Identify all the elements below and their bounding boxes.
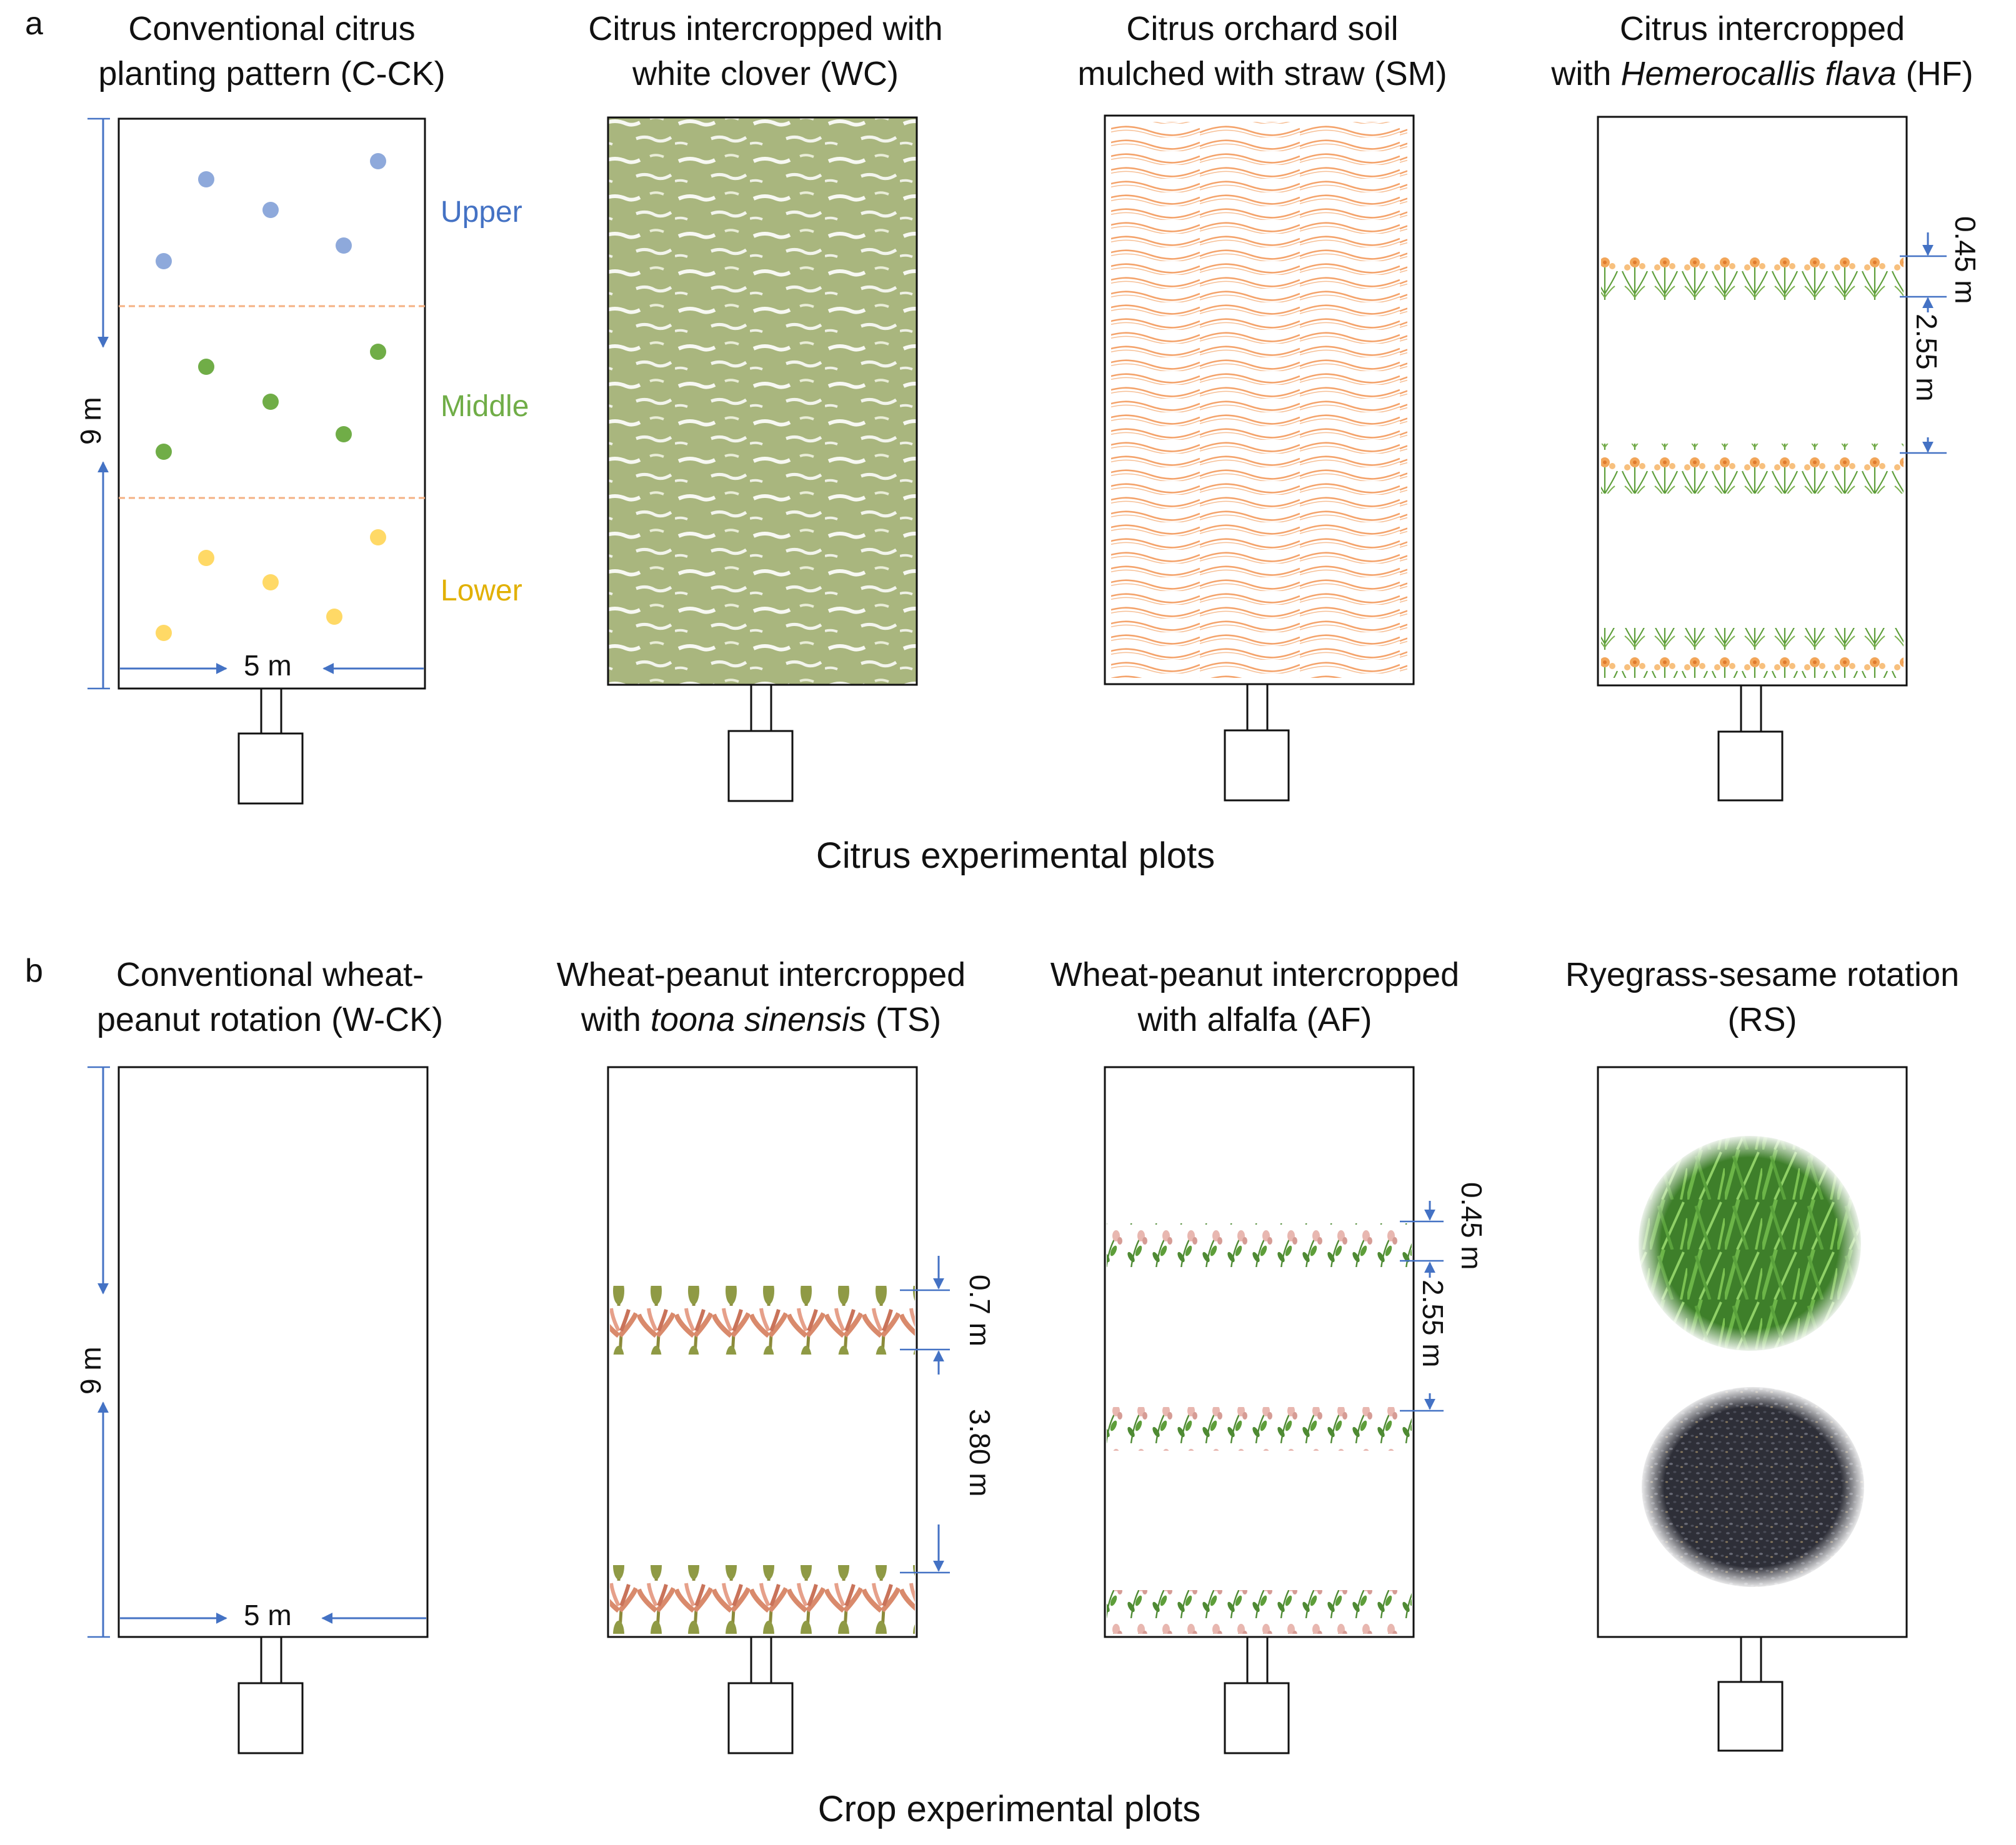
straw-mulch-pattern — [1111, 122, 1407, 678]
ryegrass-circle — [1636, 1133, 1864, 1353]
toona-row — [610, 1286, 915, 1355]
white-clover-pattern — [607, 116, 918, 686]
plot-ts — [607, 1066, 950, 1754]
sampling-point-dot — [326, 609, 342, 625]
sampling-point-dot — [370, 153, 386, 169]
catchment-tank — [727, 684, 794, 802]
plot-af — [1104, 1066, 1444, 1754]
plot-w-ck — [87, 1066, 429, 1754]
toona-row — [610, 1565, 915, 1634]
sampling-point-dot — [262, 394, 279, 410]
sampling-point-dot — [156, 625, 172, 641]
daylily-row — [1601, 628, 1904, 678]
sampling-point-dot — [370, 344, 386, 360]
daylily-row — [1601, 253, 1904, 303]
plot-frame — [1104, 1066, 1415, 1638]
catchment-tank — [237, 1636, 304, 1754]
plot-hf — [1597, 116, 1947, 802]
plot-sm — [1104, 114, 1415, 802]
sampling-point-dot — [156, 444, 172, 460]
catchment-tank — [1224, 683, 1290, 802]
daylily-row — [1601, 444, 1904, 494]
plot-c-ck — [87, 117, 426, 805]
plot-rs — [1597, 1066, 1908, 1752]
catchment-tank — [237, 687, 304, 805]
sesame-circle — [1639, 1385, 1867, 1589]
sampling-point-dot — [198, 550, 214, 566]
catchment-tank — [1224, 1636, 1290, 1754]
catchment-tank — [1717, 684, 1784, 802]
catchment-tank — [1717, 1636, 1784, 1752]
sampling-point-dot — [198, 359, 214, 375]
sampling-point-dot — [336, 426, 352, 442]
sampling-point-dot — [262, 574, 279, 590]
plot-frame — [1597, 116, 1908, 687]
alfalfa-row — [1107, 1590, 1412, 1634]
plot-frame — [117, 1066, 429, 1638]
catchment-tank — [727, 1636, 794, 1754]
sampling-point-dot — [198, 171, 214, 187]
sampling-point-dot — [336, 237, 352, 254]
plot-wc — [607, 116, 918, 802]
sampling-point-dot — [370, 529, 386, 545]
alfalfa-row — [1107, 1407, 1412, 1451]
sampling-point-dot — [156, 253, 172, 269]
sampling-point-dot — [262, 202, 279, 218]
alfalfa-row — [1107, 1223, 1412, 1267]
